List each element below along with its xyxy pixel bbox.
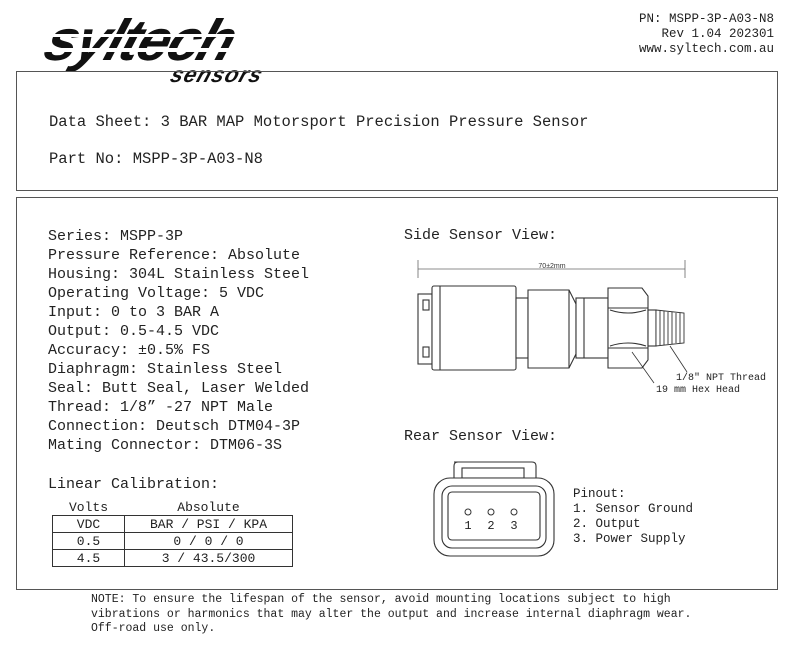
pinout-item: 3. Power Supply xyxy=(573,532,686,546)
main-box xyxy=(16,197,778,590)
spec-mating-connector: Mating Connector: DTM06-3S xyxy=(48,437,283,454)
spec-pressure-reference: Pressure Reference: Absolute xyxy=(48,247,301,264)
spec-thread: Thread: 1/8” -27 NPT Male xyxy=(48,399,274,416)
pin-3-label: 3 xyxy=(510,519,517,533)
spec-input: Input: 0 to 3 BAR A xyxy=(48,304,220,321)
volts-cell: 4.5 xyxy=(52,549,125,567)
pinout-item: 1. Sensor Ground xyxy=(573,502,694,516)
note-line: vibrations or harmonics that may alter t… xyxy=(91,607,692,621)
side-sensor-drawing: 70±2mm 1/8" NPT Thread 19 mm Hex Head xyxy=(417,260,766,396)
sensor-body-icon xyxy=(417,285,657,371)
spec-output: Output: 0.5-4.5 VDC xyxy=(48,323,220,340)
spec-series: Series: MSPP-3P xyxy=(48,228,184,245)
pressure-cell: 0 / 0 / 0 xyxy=(124,532,293,550)
spec-housing: Housing: 304L Stainless Steel xyxy=(48,266,310,283)
document-info: PN: MSPP-3P-A03-N8 Rev 1.04 202301 www.s… xyxy=(639,12,774,57)
calibration-table: Volts Absolute VDC BAR / PSI / KPA 0.5 0… xyxy=(52,499,293,567)
pinout-heading: Pinout: xyxy=(573,487,626,501)
note-line: NOTE: To ensure the lifespan of the sens… xyxy=(91,593,671,606)
volts-cell: 0.5 xyxy=(52,532,125,550)
spec-diaphragm: Diaphragm: Stainless Steel xyxy=(48,361,283,378)
dimension-label: 70±2mm xyxy=(538,263,565,270)
calibration-table-wrap: Volts Absolute VDC BAR / PSI / KPA 0.5 0… xyxy=(52,499,293,567)
usage-note: NOTE: To ensure the lifespan of the sens… xyxy=(91,593,691,637)
volts-header: Volts xyxy=(68,499,108,515)
note-line: Off-road use only. xyxy=(91,622,216,635)
spec-seal: Seal: Butt Seal, Laser Welded xyxy=(48,380,310,397)
table-row: 4.5 3 / 43.5/300 xyxy=(52,549,293,567)
pin-2-label: 2 xyxy=(487,519,494,533)
website-link[interactable]: www.syltech.com.au xyxy=(638,42,774,56)
revision: Rev 1.04 202301 xyxy=(661,27,774,41)
dimension-line xyxy=(417,260,686,278)
pin-1-icon xyxy=(464,508,472,516)
spec-list: Series: MSPP-3P Pressure Reference: Abso… xyxy=(48,227,309,455)
title-box xyxy=(16,71,778,191)
calibration-heading: Linear Calibration: xyxy=(48,476,220,493)
pin-2-icon xyxy=(487,508,495,516)
svg-text:sensors: sensors xyxy=(167,63,266,87)
syltech-sensors-logo: syltech sensors xyxy=(31,8,338,87)
leader-lines xyxy=(631,345,688,384)
svg-text:syltech: syltech xyxy=(37,8,244,73)
pin-3-icon xyxy=(510,508,518,516)
connector-icon xyxy=(433,461,555,557)
hex-head-label: 19 mm Hex Head xyxy=(656,384,740,396)
table-row: 0.5 0 / 0 / 0 xyxy=(52,532,293,550)
pinout-item: 2. Output xyxy=(573,517,641,531)
spec-accuracy: Accuracy: ±0.5% FS xyxy=(48,342,211,359)
thread-label: 1/8" NPT Thread xyxy=(676,372,766,384)
rear-connector-drawing: 1 2 3 xyxy=(433,461,555,557)
pinout-list: Pinout: 1. Sensor Ground 2. Output 3. Po… xyxy=(573,487,693,547)
units-subheader: BAR / PSI / KPA xyxy=(124,515,293,533)
absolute-header: Absolute xyxy=(177,499,240,515)
datasheet-title: Data Sheet: 3 BAR MAP Motorsport Precisi… xyxy=(49,113,589,131)
spec-connection: Connection: Deutsch DTM04-3P xyxy=(48,418,301,435)
part-number: PN: MSPP-3P-A03-N8 xyxy=(638,12,774,26)
pressure-cell: 3 / 43.5/300 xyxy=(124,549,293,567)
spec-operating-voltage: Operating Voltage: 5 VDC xyxy=(48,285,265,302)
part-number-title: Part No: MSPP-3P-A03-N8 xyxy=(49,150,263,168)
thread-icon xyxy=(655,309,685,347)
rear-view-heading: Rear Sensor View: xyxy=(404,428,558,445)
vdc-subheader: VDC xyxy=(52,515,125,533)
side-view-heading: Side Sensor View: xyxy=(404,227,558,244)
pin-1-label: 1 xyxy=(464,519,471,533)
